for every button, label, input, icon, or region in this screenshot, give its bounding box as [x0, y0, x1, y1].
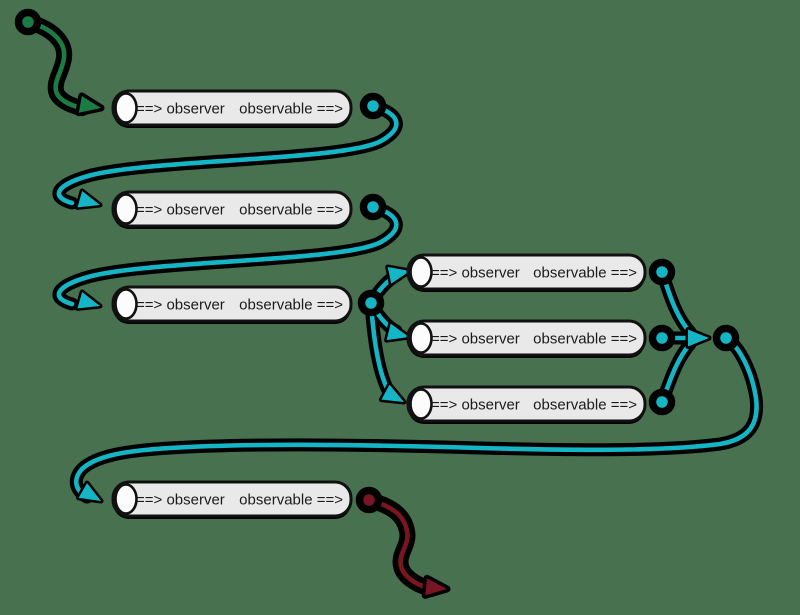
pipe-4: ==> observer observable ==> — [406, 253, 647, 292]
pipe-3: ==> observer observable ==> — [111, 285, 353, 324]
wire — [56, 204, 399, 307]
wire — [366, 497, 431, 591]
pipe-7: ==> observer observable ==> — [111, 480, 353, 519]
wire — [56, 103, 399, 206]
pipe-1: ==> observer observable ==> — [111, 89, 353, 128]
wire-merge-to-bottom-pipe — [69, 324, 764, 504]
arrowhead-icon — [76, 480, 104, 504]
pipe-body — [406, 319, 647, 357]
observable-label: observable ==> — [533, 397, 637, 414]
observer-label: ==> observer — [431, 397, 520, 414]
pipe-6: ==> observer observable ==> — [406, 385, 647, 424]
observable-label: observable ==> — [239, 492, 343, 509]
arrowhead-icon — [384, 321, 412, 343]
observer-label: ==> observer — [431, 265, 520, 282]
event-dot — [648, 258, 676, 286]
sink-event-arrow — [355, 486, 451, 599]
event-dot — [648, 324, 676, 352]
arrowhead-icon — [74, 188, 103, 210]
pipe-body — [406, 253, 647, 291]
wire-pipe1-to-pipe2 — [52, 92, 403, 210]
observable-label: observable ==> — [533, 331, 637, 348]
pipe-inlet-cap — [114, 92, 138, 124]
pipe-body — [111, 285, 353, 323]
arrowhead-icon — [685, 327, 712, 349]
merge-wires — [648, 258, 712, 416]
event-dot — [355, 486, 383, 514]
pipe-inlet-cap — [409, 322, 433, 354]
observer-label: ==> observer — [136, 101, 225, 118]
wire — [73, 335, 759, 500]
wire-pipe2-to-pipe3 — [52, 193, 403, 311]
arrowhead-icon — [385, 264, 413, 287]
event-dot — [359, 193, 387, 221]
observable-label: observable ==> — [239, 101, 343, 118]
pipe-body — [111, 480, 353, 518]
observable-label: observable ==> — [239, 297, 343, 314]
event-dot — [359, 92, 387, 120]
arrowhead-icon — [75, 92, 105, 117]
observer-label: ==> observer — [431, 331, 520, 348]
pipe-inlet-cap — [409, 256, 433, 288]
event-dot — [14, 8, 42, 36]
pipe-inlet-cap — [114, 483, 138, 515]
merge-dot — [712, 324, 740, 352]
arrowhead-icon — [74, 289, 103, 311]
pipe-inlet-cap — [114, 193, 138, 225]
observer-label: ==> observer — [136, 297, 225, 314]
observable-label: observable ==> — [533, 265, 637, 282]
observer-label: ==> observer — [136, 492, 225, 509]
pipe-2: ==> observer observable ==> — [111, 190, 353, 229]
fanout-dot — [357, 289, 385, 317]
pipe-body — [111, 190, 353, 228]
pipe-body — [111, 89, 353, 127]
observer-label: ==> observer — [136, 202, 225, 219]
event-dot — [648, 388, 676, 416]
observable-label: observable ==> — [239, 202, 343, 219]
source-event-arrow — [14, 8, 105, 117]
arrowhead-icon — [421, 574, 451, 599]
pipe-inlet-cap — [114, 288, 138, 320]
pipe-5: ==> observer observable ==> — [406, 319, 647, 358]
pipe-body — [406, 385, 647, 423]
fanout-wires — [357, 264, 413, 405]
arrowhead-icon — [378, 382, 407, 405]
wire — [25, 19, 85, 111]
pipe-inlet-cap — [409, 388, 433, 420]
